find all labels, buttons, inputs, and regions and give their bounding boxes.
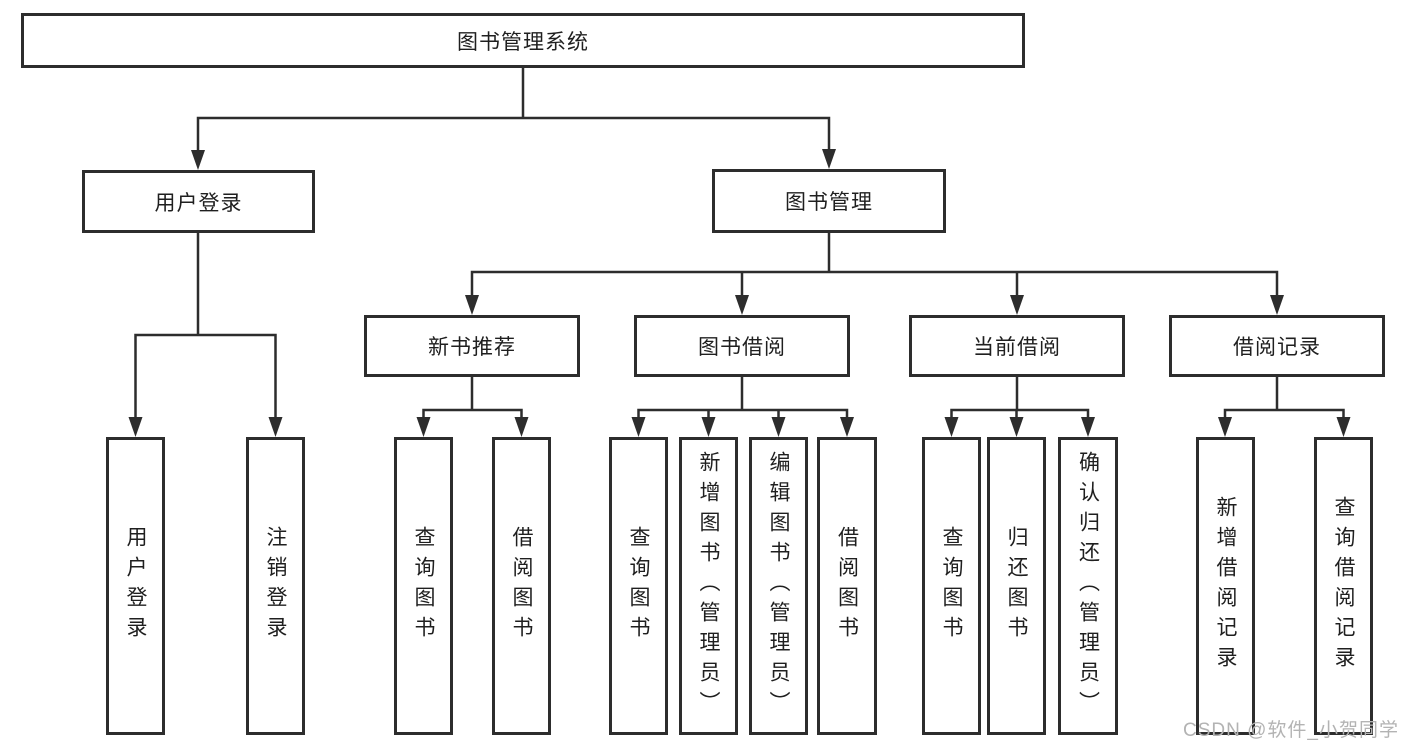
arrow-down-icon <box>1336 417 1351 437</box>
leaf-logout: 注销登录 <box>246 437 305 735</box>
arrow-down-icon <box>1010 295 1024 315</box>
node-book-management: 图书管理 <box>712 169 946 233</box>
arrow-down-icon <box>128 417 143 437</box>
node-new-book-recommend: 新书推荐 <box>364 315 580 377</box>
arrow-down-icon <box>944 417 959 437</box>
arrow-down-icon <box>1218 417 1232 437</box>
arrow-down-icon <box>1009 417 1024 437</box>
connector-borrow-records <box>1218 375 1351 437</box>
node-borrow-records: 借阅记录 <box>1169 315 1385 377</box>
arrow-down-icon <box>416 417 431 437</box>
arrow-down-icon <box>701 417 716 437</box>
leaf-query-books-current: 查询图书 <box>922 437 981 735</box>
leaf-query-books-borrow: 查询图书 <box>609 437 668 735</box>
node-user-login: 用户登录 <box>82 170 315 233</box>
connector-root-to-level2 <box>191 66 836 170</box>
arrow-down-icon <box>1081 417 1095 437</box>
leaf-confirm-return-admin: 确认归还（管理员） <box>1058 437 1118 735</box>
arrow-down-icon <box>191 150 205 170</box>
arrow-down-icon <box>822 149 836 169</box>
leaf-borrow-books: 借阅图书 <box>817 437 877 735</box>
leaf-add-books-admin: 新增图书（管理员） <box>679 437 738 735</box>
arrow-down-icon <box>771 417 786 437</box>
connector-current-borrow <box>944 375 1095 437</box>
arrow-down-icon <box>631 417 646 437</box>
csdn-watermark: CSDN @软件_小贺同学 <box>1183 720 1399 741</box>
connector-book-mgmt-to-level3 <box>465 231 1284 315</box>
arrow-down-icon <box>514 417 529 437</box>
node-current-borrow: 当前借阅 <box>909 315 1125 377</box>
leaf-query-borrow-record: 查询借阅记录 <box>1314 437 1373 735</box>
node-book-borrow: 图书借阅 <box>634 315 850 377</box>
arrow-down-icon <box>735 295 749 315</box>
leaf-user-login: 用户登录 <box>106 437 165 735</box>
arrow-down-icon <box>268 417 283 437</box>
connector-book-borrow <box>631 375 854 437</box>
arrow-down-icon <box>465 295 479 315</box>
leaf-edit-books-admin: 编辑图书（管理员） <box>749 437 808 735</box>
leaf-borrow-books-recommend: 借阅图书 <box>492 437 551 735</box>
connector-new-book-recommend <box>416 375 529 437</box>
leaf-add-borrow-record: 新增借阅记录 <box>1196 437 1255 735</box>
leaf-query-books-recommend: 查询图书 <box>394 437 453 735</box>
leaf-return-books: 归还图书 <box>987 437 1046 735</box>
arrow-down-icon <box>1270 295 1284 315</box>
arrow-down-icon <box>840 417 854 437</box>
connector-user-login-to-leaves <box>128 231 283 437</box>
node-root-library-system: 图书管理系统 <box>21 13 1025 68</box>
